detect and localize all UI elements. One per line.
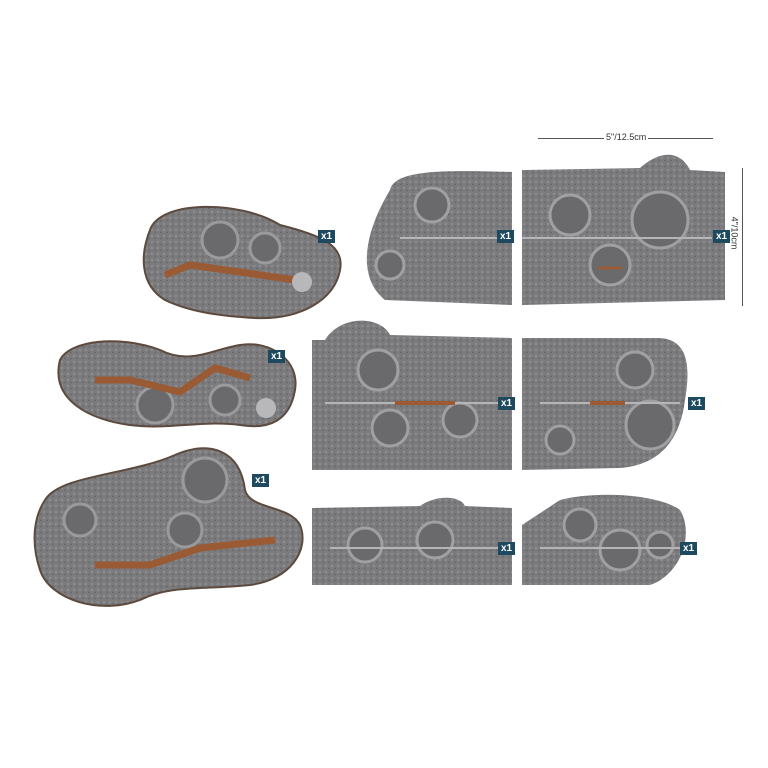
road-tile-1 bbox=[366, 171, 512, 305]
crater-tile-1 bbox=[142, 205, 342, 320]
quantity-badge: x1 bbox=[680, 542, 698, 555]
quantity-badge: x1 bbox=[252, 474, 270, 487]
quantity-badge: x1 bbox=[713, 230, 731, 243]
crater-tile-3 bbox=[33, 447, 304, 607]
quantity-badge: x1 bbox=[498, 542, 516, 555]
road-tile-5 bbox=[312, 497, 512, 585]
crater-tile-2 bbox=[57, 340, 297, 428]
quantity-badge: x1 bbox=[688, 397, 706, 410]
height-label: 4"/10cm bbox=[729, 216, 740, 250]
road-tile-6 bbox=[522, 494, 686, 585]
width-label: 5"/12.5cm bbox=[604, 132, 649, 142]
road-tile-3 bbox=[312, 320, 512, 470]
road-tile-4 bbox=[522, 338, 688, 470]
quantity-badge: x1 bbox=[268, 350, 286, 363]
quantity-badge: x1 bbox=[318, 230, 336, 243]
height-dimension-line bbox=[742, 168, 743, 306]
height-dimension: 4"/10cm bbox=[729, 168, 748, 306]
quantity-badge: x1 bbox=[498, 397, 516, 410]
road-tile-2 bbox=[522, 154, 725, 305]
width-dimension: 5"/12.5cm bbox=[538, 132, 713, 144]
quantity-badge: x1 bbox=[497, 230, 515, 243]
